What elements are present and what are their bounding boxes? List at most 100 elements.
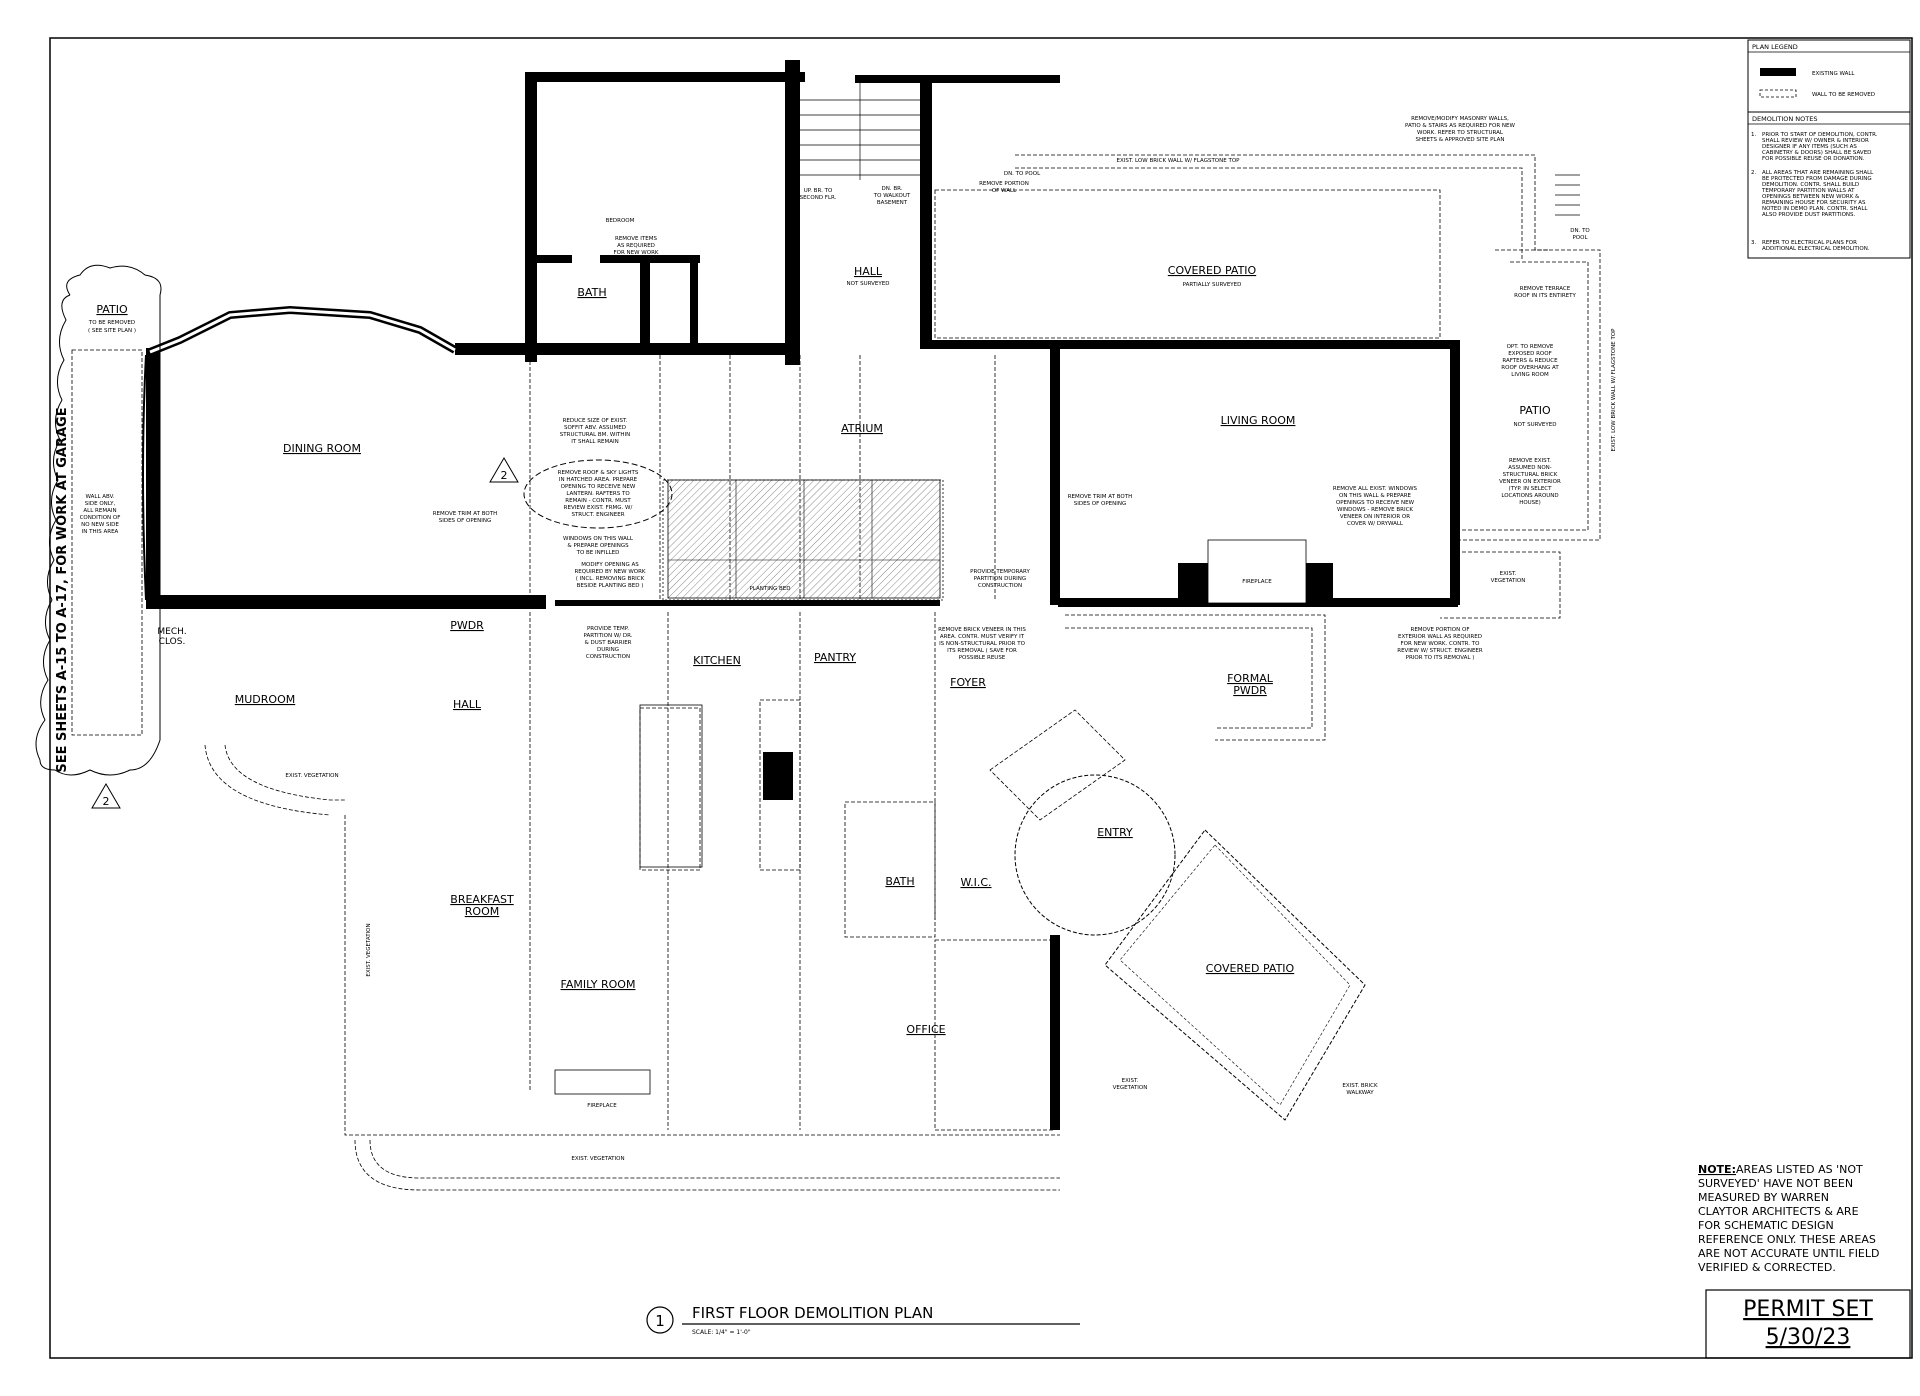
- callout-windows-infill: WINDOWS ON THIS WALL: [563, 536, 634, 542]
- callout-roof-skylights: STRUCT. ENGINEER: [571, 512, 624, 518]
- demo-note-2-line: DEMOLITION. CONTR. SHALL BUILD: [1762, 182, 1859, 188]
- callout-temp-partition-dust: & DUST BARRIER: [585, 640, 632, 646]
- survey-note: NOTE: AREAS LISTED AS 'NOT SURVEYED' HAV…: [1698, 1163, 1879, 1274]
- callout-trim-living: REMOVE TRIM AT BOTH: [1068, 494, 1133, 500]
- demo-note-2-num: 2.: [1751, 170, 1756, 176]
- callout-temp-partition-dust: PROVIDE TEMP.: [587, 626, 629, 632]
- legend-label-existing: EXISTING WALL: [1812, 71, 1855, 77]
- planting-bed-label: PLANTING BED: [750, 586, 791, 592]
- callout-brick-veneer: ASSUMED NON-: [1508, 465, 1552, 471]
- room-formal-pwdr: PWDR: [1233, 684, 1267, 697]
- revision-cloud: [523, 459, 673, 529]
- callout-wall-abv: CONDITION OF: [80, 515, 121, 521]
- callout-brick-veneer: LOCATIONS AROUND: [1501, 493, 1558, 499]
- room-hall-upper: HALL: [854, 265, 883, 278]
- entry-rotunda: [1014, 774, 1176, 936]
- entry-portico: [989, 709, 1126, 821]
- callout-remove-items: REMOVE ITEMS: [615, 236, 657, 242]
- delta-tag-number: 2: [501, 469, 508, 482]
- callout-roof-skylights: REMAIN - CONTR. MUST: [565, 498, 631, 504]
- callout-roof-rafters: LIVING ROOM: [1511, 372, 1549, 378]
- callout-brick-veneer-area: REMOVE BRICK VENEER IN THIS: [938, 627, 1026, 633]
- callout-wall-abv: WALL ABV.: [86, 494, 115, 500]
- family-fireplace-label: FIREPLACE: [587, 1103, 617, 1109]
- dn-pool-right: POOL: [1572, 235, 1588, 241]
- callout-temp-partition-dust: DURING: [597, 647, 619, 653]
- callout-remove-items: AS REQUIRED: [617, 243, 655, 249]
- plan-legend: PLAN LEGEND EXISTING WALL WALL TO BE REM…: [1747, 39, 1911, 113]
- room-family: FAMILY ROOM: [561, 978, 636, 991]
- callout-terrace-roof: REMOVE TERRACE: [1520, 286, 1571, 292]
- room-patio-left-sub: TO BE REMOVED: [88, 320, 135, 326]
- survey-note-line: ARE NOT ACCURATE UNTIL FIELD: [1698, 1247, 1879, 1260]
- survey-note-line: SURVEYED' HAVE NOT BEEN: [1698, 1177, 1853, 1190]
- callout-exterior-wall: PRIOR TO ITS REMOVAL ): [1406, 655, 1475, 661]
- callout-soffit: IT SHALL REMAIN: [571, 439, 619, 445]
- walkway: EXIST. BRICK: [1342, 1083, 1378, 1089]
- callout-temp-partition: PARTITION DURING: [974, 576, 1026, 582]
- brick-wall-right: EXIST. LOW BRICK WALL W/ FLAGSTONE TOP: [1611, 328, 1617, 452]
- demo-note-1-line: FOR POSSIBLE REUSE OR DONATION.: [1762, 156, 1865, 162]
- callout-roof-rafters: EXPOSED ROOF: [1508, 351, 1551, 357]
- up-second-floor: SECOND FLR.: [800, 195, 837, 201]
- callout-temp-partition-dust: CONSTRUCTION: [586, 654, 630, 660]
- kitchen-range: [763, 752, 793, 800]
- survey-note-line: VERIFIED & CORRECTED.: [1698, 1261, 1836, 1274]
- room-entry: ENTRY: [1097, 826, 1133, 839]
- room-breakfast: BREAKFAST: [450, 893, 514, 906]
- room-hall-upper-sub: NOT SURVEYED: [847, 281, 890, 287]
- callout-terrace-roof: ROOF IN ITS ENTIRETY: [1514, 293, 1576, 299]
- room-pantry: PANTRY: [814, 651, 856, 664]
- room-hall-lower: HALL: [453, 698, 482, 711]
- room-patio-left: PATIO: [96, 303, 128, 316]
- callout-wall-abv: ALL REMAIN: [83, 508, 116, 514]
- room-patio-left-sub: ( SEE SITE PLAN ): [88, 328, 136, 334]
- room-mech: MECH.: [157, 627, 186, 637]
- family-fireplace: [554, 1069, 651, 1095]
- callout-remove-windows: COVER W/ DRYWALL: [1347, 521, 1404, 527]
- callout-remove-windows: VENEER ON INTERIOR OR: [1340, 514, 1410, 520]
- callout-temp-partition: CONSTRUCTION: [978, 583, 1022, 589]
- living-fireplace-label: FIREPLACE: [1242, 579, 1272, 585]
- demo-note-2-line: TEMPORARY PARTITION WALLS AT: [1761, 188, 1855, 194]
- callout-trim-dining: SIDES OF OPENING: [439, 518, 492, 524]
- veg-patio: VEGETATION: [1491, 578, 1526, 584]
- brick-wall-top: EXIST. LOW BRICK WALL W/ FLAGSTONE TOP: [1117, 158, 1241, 164]
- room-kitchen: KITCHEN: [693, 654, 741, 667]
- callout-brick-veneer: VENEER ON EXTERIOR: [1499, 479, 1561, 485]
- dn-pool-right: DN. TO: [1570, 228, 1590, 234]
- callout-modify-opening: ( INCL. REMOVING BRICK: [576, 576, 645, 582]
- room-bath-upper: BATH: [577, 286, 606, 299]
- room-covered-patio-top-sub: PARTIALLY SURVEYED: [1183, 282, 1242, 288]
- demo-note-1-line: DESIGNER IF ANY ITEMS (SUCH AS: [1762, 144, 1857, 150]
- callout-brick-veneer-area: AREA. CONTR. MUST VERIFY IT: [940, 634, 1025, 640]
- drawing-scale: SCALE: 1/4" = 1'-0": [692, 1329, 751, 1336]
- callout-brick-veneer-area: ITS REMOVAL ( SAVE FOR: [947, 648, 1017, 654]
- side-note-scallop: [35, 294, 71, 761]
- callout-brick-veneer: (TYP. IN SELECT: [1508, 486, 1552, 492]
- demo-note-1-line: PRIOR TO START OF DEMOLITION, CONTR.: [1762, 132, 1878, 138]
- callout-roof-rafters: OPT. TO REMOVE: [1507, 344, 1554, 350]
- callout-temp-partition-dust: PARTITION W/ DR.: [584, 633, 633, 639]
- callout-wall-abv: NO NEW SIDE: [81, 522, 119, 528]
- callout-masonry: REMOVE/MODIFY MASONRY WALLS,: [1411, 116, 1509, 122]
- survey-note-line: REFERENCE ONLY. THESE AREAS: [1698, 1233, 1876, 1246]
- drawing-number-bubble: [646, 1306, 674, 1334]
- demo-note-1-num: 1.: [1751, 132, 1756, 138]
- permit-stamp: PERMIT SET 5/30/23: [1705, 1289, 1911, 1359]
- room-mech: CLOS.: [159, 637, 186, 647]
- kitchen-island: [639, 704, 703, 868]
- callout-remove-windows: WINDOWS - REMOVE BRICK: [1337, 507, 1413, 513]
- callout-roof-rafters: ROOF OVERHANG AT: [1501, 365, 1559, 371]
- legend-swatch-existing: [1760, 68, 1796, 76]
- up-second-floor: UP. BR. TO: [804, 188, 833, 194]
- dn-pool-top: DN. TO POOL: [1004, 171, 1041, 177]
- room-office: OFFICE: [906, 1023, 945, 1036]
- callout-remove-windows: OPENINGS TO RECEIVE NEW: [1336, 500, 1415, 506]
- callout-wall-abv: SIDE ONLY,: [85, 501, 116, 507]
- room-patio-right: PATIO: [1519, 404, 1551, 417]
- room-breakfast: ROOM: [465, 905, 499, 918]
- room-atrium: ATRIUM: [841, 422, 883, 435]
- callout-brick-veneer: REMOVE EXIST.: [1509, 458, 1551, 464]
